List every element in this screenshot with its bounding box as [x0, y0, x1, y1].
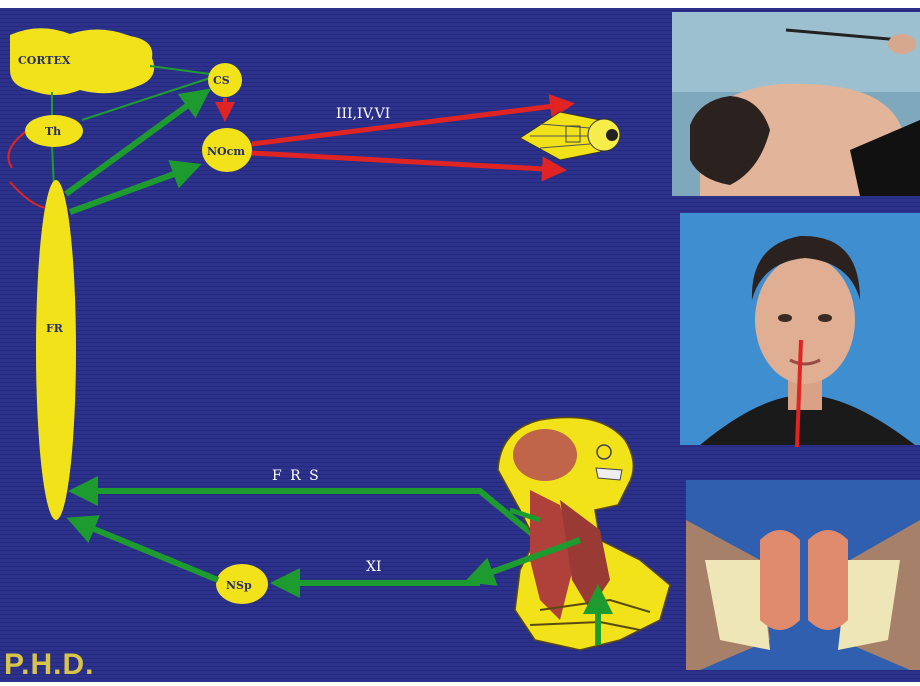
cs-node: CS: [208, 63, 242, 97]
nocm-node: NOcm: [202, 128, 252, 172]
photo-head-tilted-back-pointer: [672, 12, 920, 196]
th-node: Th: [25, 115, 83, 147]
nsp-label: NSp: [226, 579, 252, 592]
xi-label: XI: [366, 559, 382, 575]
nocm-label: NOcm: [207, 145, 245, 158]
footer-signature: P.H.D.: [4, 648, 94, 682]
th-label: Th: [45, 125, 61, 138]
cortex-label: CORTEX: [18, 54, 71, 67]
photo-face-front-midline: [680, 213, 920, 447]
fr-node: FR: [36, 180, 76, 520]
cortex-node: CORTEX: [10, 28, 154, 95]
fr-label: FR: [46, 322, 64, 335]
cs-label: CS: [213, 74, 230, 87]
frs-label: F R S: [272, 468, 321, 484]
nsp-node: NSp: [216, 564, 268, 604]
cranial-nerves-label: III,IV,VI: [336, 106, 390, 122]
photo-hands-palms-up: [686, 480, 920, 670]
